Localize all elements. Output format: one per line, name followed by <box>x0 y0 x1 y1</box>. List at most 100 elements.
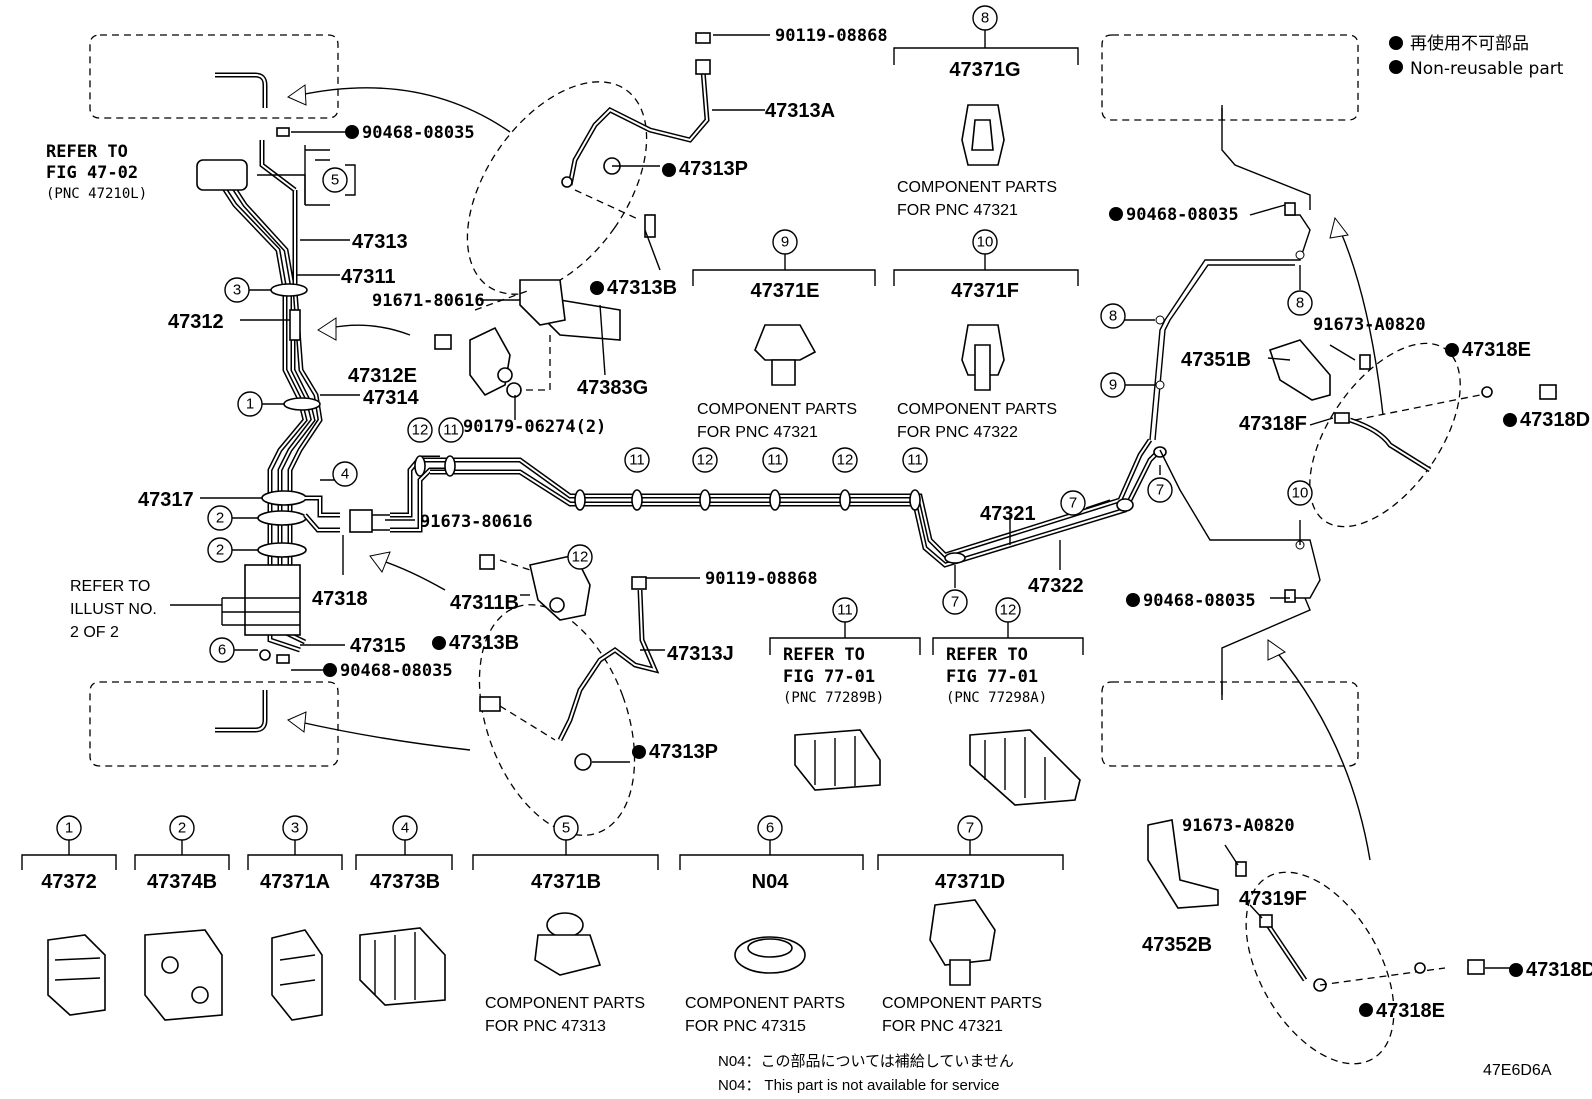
label-47318D-bottom: 47318D <box>1526 959 1592 981</box>
label-47313: 47313 <box>352 231 408 253</box>
box-pn-47371F: 47371F <box>951 280 1019 302</box>
callout-12: 12 <box>412 422 429 439</box>
svg-text:12: 12 <box>1000 602 1017 619</box>
part-labels: 90119-08868 47313A 47313P 90468-08035 RE… <box>46 26 1592 1022</box>
svg-text:2: 2 <box>178 820 186 837</box>
box-note1: COMPONENT PARTS <box>485 995 645 1012</box>
component-box-12: 12 REFER TO FIG 77-01 (PNC 77298A) <box>932 597 1084 806</box>
legend: 再使用不可部品 Non-reusable part <box>1389 33 1564 79</box>
callout-11: 11 <box>767 452 783 469</box>
label-90119-08868-mid: 90119-08868 <box>705 569 818 589</box>
label-90468-08035-bottom-right: 90468-08035 <box>1143 591 1256 611</box>
callout-7: 7 <box>951 594 959 611</box>
callout-4: 4 <box>341 466 349 483</box>
callout-2: 2 <box>216 510 224 527</box>
non-reusable-dot-icon <box>1445 343 1459 357</box>
box-ref2: FIG 77-01 <box>783 667 875 687</box>
non-reusable-dot-icon <box>345 125 359 139</box>
label-90468-08035-bottom-left: 90468-08035 <box>340 661 453 681</box>
box-note2: FOR PNC 47322 <box>897 424 1018 441</box>
refer-illust-line1: REFER TO <box>70 578 150 595</box>
refer-fig-line3: (PNC 47210L) <box>46 186 147 202</box>
svg-text:8: 8 <box>981 10 989 27</box>
box-pn-47371D: 47371D <box>935 871 1005 893</box>
svg-text:1: 1 <box>65 820 73 837</box>
box-pn-N04: N04 <box>752 871 790 893</box>
label-90468-08035: 90468-08035 <box>362 123 475 143</box>
box-note2: FOR PNC 47321 <box>882 1018 1003 1035</box>
box-note1: COMPONENT PARTS <box>897 179 1057 196</box>
refer-fig-line1: REFER TO <box>46 142 128 162</box>
svg-text:6: 6 <box>766 820 774 837</box>
non-reusable-dot-icon <box>1359 1003 1373 1017</box>
callout-12: 12 <box>837 452 854 469</box>
svg-text:7: 7 <box>966 820 974 837</box>
box-note1: COMPONENT PARTS <box>685 995 845 1012</box>
label-90179-06274: 90179-06274(2) <box>463 417 606 437</box>
callout-6: 6 <box>218 642 226 659</box>
component-box-4: 4 47373B <box>355 815 453 1006</box>
callout-7: 7 <box>1069 495 1077 512</box>
component-box-6: 6 N04 COMPONENT PARTS FOR PNC 47315 <box>679 815 864 1035</box>
box-note1: COMPONENT PARTS <box>697 401 857 418</box>
component-box-10: 10 47371F COMPONENT PARTS FOR PNC 47322 <box>893 229 1079 441</box>
label-91671-80616: 91671-80616 <box>372 291 485 311</box>
box-note2: FOR PNC 47321 <box>697 424 818 441</box>
label-47319F: 47319F <box>1239 888 1307 910</box>
box-note1: COMPONENT PARTS <box>897 401 1057 418</box>
callout-8: 8 <box>1109 308 1117 325</box>
label-47318D: 47318D <box>1520 409 1590 431</box>
component-box-11: 11 REFER TO FIG 77-01 (PNC 77289B) <box>769 597 921 791</box>
box-note2: FOR PNC 47315 <box>685 1018 806 1035</box>
label-47313P-bottom: 47313P <box>649 741 718 763</box>
box-ref1: REFER TO <box>783 645 865 665</box>
non-reusable-dot-icon <box>1503 413 1517 427</box>
callout-10: 10 <box>1292 485 1309 502</box>
legend-en: Non-reusable part <box>1410 59 1564 79</box>
label-47312: 47312 <box>168 311 224 333</box>
refer-fig-line2: FIG 47-02 <box>46 163 138 183</box>
box-note2: FOR PNC 47321 <box>897 202 1018 219</box>
callout-11: 11 <box>443 422 459 439</box>
component-box-5: 5 47371B COMPONENT PARTS FOR PNC 47313 <box>472 815 659 1035</box>
label-47352B: 47352B <box>1142 934 1212 956</box>
box-pn-47371G: 47371G <box>949 59 1020 81</box>
box-ref3: (PNC 77298A) <box>946 690 1047 706</box>
box-note2: FOR PNC 47313 <box>485 1018 606 1035</box>
non-reusable-dot-icon <box>432 636 446 650</box>
svg-text:4: 4 <box>401 820 409 837</box>
right-tubes <box>1147 108 1557 992</box>
callout-12: 12 <box>572 549 589 566</box>
label-91673-A0820-bottom: 91673-A0820 <box>1182 816 1295 836</box>
non-reusable-dot-icon <box>632 745 646 759</box>
component-box-8: 8 47371G COMPONENT PARTS FOR PNC 47321 <box>893 5 1079 219</box>
label-47311B: 47311B <box>450 592 519 614</box>
component-box-7: 7 47371D COMPONENT PARTS FOR PNC 47321 <box>877 815 1064 1035</box>
callout-11: 11 <box>629 452 645 469</box>
callout-9: 9 <box>1109 377 1117 394</box>
non-reusable-dot-icon <box>662 163 676 177</box>
box-pn-47373B: 47373B <box>370 871 440 893</box>
component-box-2: 2 47374B <box>134 815 230 1021</box>
label-91673-80616: 91673-80616 <box>420 512 533 532</box>
box-pn-47371B: 47371B <box>531 871 601 893</box>
non-reusable-dot-icon <box>590 281 604 295</box>
label-47313P: 47313P <box>679 158 748 180</box>
callout-12: 12 <box>697 452 714 469</box>
non-reusable-dot-icon <box>1109 207 1123 221</box>
callout-8: 8 <box>1296 295 1304 312</box>
svg-text:3: 3 <box>291 820 299 837</box>
label-47313J: 47313J <box>667 643 734 665</box>
non-reusable-dot-icon <box>1389 60 1403 74</box>
label-47321: 47321 <box>980 503 1036 525</box>
box-pn-47374B: 47374B <box>147 871 217 893</box>
callout-11: 11 <box>907 452 923 469</box>
label-47351B: 47351B <box>1181 349 1251 371</box>
svg-text:11: 11 <box>837 602 853 619</box>
label-47322: 47322 <box>1028 575 1084 597</box>
label-90468-08035-top-right: 90468-08035 <box>1126 205 1239 225</box>
box-pn-47371E: 47371E <box>751 280 820 302</box>
callout-7: 7 <box>1156 482 1164 499</box>
refer-illust-line3: 2 OF 2 <box>70 624 119 641</box>
label-47315: 47315 <box>350 635 406 657</box>
